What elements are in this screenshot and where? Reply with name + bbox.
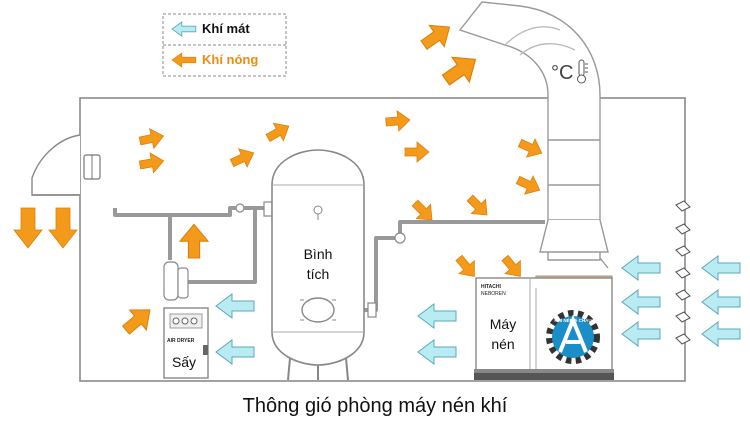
svg-text:KHÍ NÉN Á CHÂU: KHÍ NÉN Á CHÂU — [554, 316, 591, 323]
svg-text:HITACHI: HITACHI — [481, 284, 502, 290]
cool-air-arrow — [621, 321, 661, 347]
cool-air-arrow — [417, 339, 457, 365]
compressor-label-line1: Máy — [489, 316, 517, 332]
svg-text:°C: °C — [551, 62, 573, 84]
exhaust-down-arrow-2 — [48, 207, 78, 249]
room-outline — [79, 97, 686, 382]
cool-air-arrow — [417, 303, 457, 329]
cool-air-arrow — [215, 293, 255, 319]
hot-air-arrow — [262, 116, 295, 148]
hot-air-arrow — [117, 299, 159, 341]
hot-air-arrow — [416, 15, 458, 57]
hot-air-arrow — [515, 133, 547, 163]
exhaust-down-arrow-1 — [13, 207, 43, 249]
hot-air-arrow — [137, 125, 166, 152]
hot-air-arrow — [384, 109, 412, 133]
svg-text:AIR DRYER: AIR DRYER — [167, 338, 195, 344]
legend-box — [162, 13, 287, 77]
cool-air-arrow — [621, 289, 661, 315]
cool-air-arrow — [215, 339, 255, 365]
exhaust-fan-hood — [31, 134, 101, 196]
compressor-label-line2: nén — [491, 336, 515, 352]
tank-label-line2: tích — [306, 266, 330, 282]
hot-air-arrow — [179, 223, 209, 259]
exhaust-duct — [458, 1, 609, 269]
hot-air-arrow — [404, 141, 430, 163]
tank-label-line1: Bình — [303, 246, 333, 262]
wall-vents — [675, 200, 691, 345]
dryer-label: Sấy — [171, 354, 197, 370]
hot-air-arrow — [513, 170, 545, 200]
gear-logo-icon: KHÍ NÉN Á CHÂU — [546, 310, 600, 364]
hot-air-arrow — [137, 150, 166, 176]
hot-air-arrow — [462, 190, 495, 223]
legend-cool-arrow-icon — [171, 21, 197, 37]
air-receiver-tank — [271, 149, 365, 381]
diagram-caption: Thông gió phòng máy nén khí — [242, 395, 508, 417]
hot-air-arrow — [436, 46, 485, 93]
cool-air-arrow — [701, 255, 741, 281]
thermometer-icon: °C — [551, 59, 588, 84]
legend-hot-arrow-icon — [171, 52, 197, 68]
svg-text:NEBOREN: NEBOREN — [481, 291, 506, 297]
hot-air-arrow — [227, 143, 259, 173]
cool-air-arrow — [701, 321, 741, 347]
air-dryer: AIR DRYER — [163, 261, 209, 379]
tank-label: Bình tích — [290, 244, 346, 284]
cool-air-arrow — [621, 255, 661, 281]
compressor-label: Máy nén — [478, 314, 528, 354]
legend-cool-label: Khí mát — [202, 21, 250, 36]
cool-air-arrow — [701, 289, 741, 315]
legend-hot-label: Khí nóng — [202, 52, 259, 67]
